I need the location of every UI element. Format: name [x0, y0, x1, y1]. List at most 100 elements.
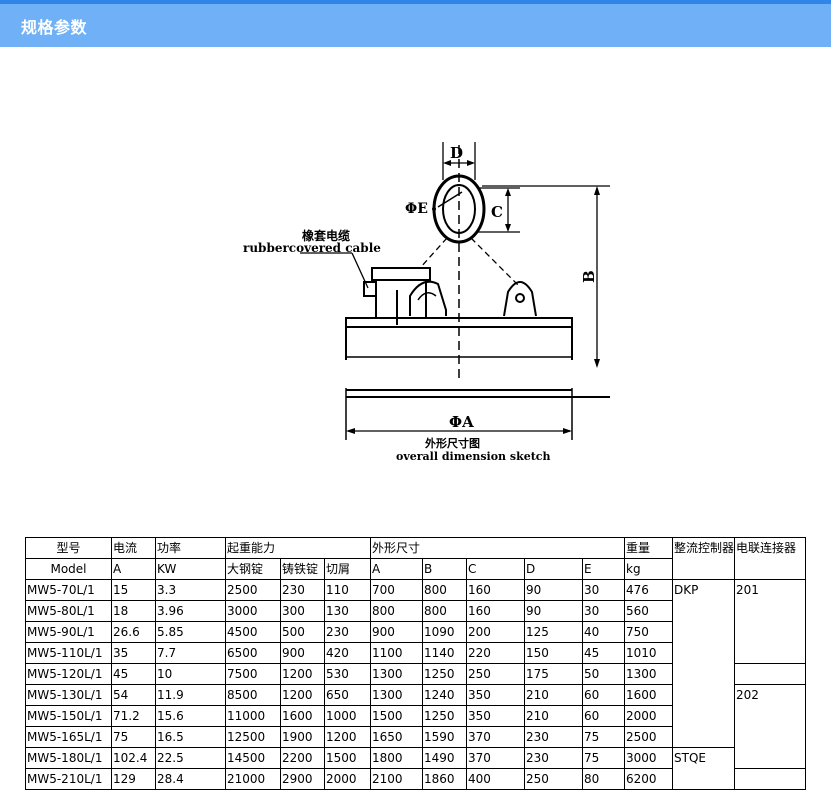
unit-row: Model A KW 大钢锭 铸铁锭 切屑 A B C D E kg	[25, 558, 806, 580]
value-cell: 250	[524, 768, 584, 790]
value-cell: 1860	[422, 768, 468, 790]
value-cell: 1300	[370, 663, 424, 685]
value-cell: 90	[524, 579, 584, 601]
value-cell: 370	[466, 726, 526, 748]
model-cell: MW5-210L/1	[25, 768, 112, 790]
value-cell: 90	[524, 600, 584, 622]
value-cell: 3.96	[155, 600, 226, 622]
value-cell: 1490	[422, 747, 468, 769]
label-e: ΦE	[405, 201, 428, 217]
value-cell: 476	[624, 579, 674, 601]
value-cell: 16.5	[155, 726, 226, 748]
value-cell: 12500	[225, 726, 281, 748]
value-cell: 350	[466, 705, 526, 727]
value-cell: 7.7	[155, 642, 226, 664]
header-cell: 型号	[25, 537, 112, 559]
model-cell: MW5-130L/1	[25, 684, 112, 706]
value-cell: 1100	[370, 642, 424, 664]
header-cell: 起重能力	[224, 537, 372, 559]
value-cell: 2200	[280, 747, 325, 769]
value-cell: 350	[466, 684, 526, 706]
value-cell: 800	[370, 600, 424, 622]
value-cell: 700	[370, 579, 424, 601]
value-cell: 1300	[624, 663, 674, 685]
connector-cell	[734, 663, 807, 685]
caption-cn: 外形尺寸图	[424, 436, 480, 450]
value-cell: 900	[370, 621, 424, 643]
value-cell: 420	[323, 642, 372, 664]
value-cell: 18	[111, 600, 156, 622]
value-cell: 560	[624, 600, 674, 622]
unit-cell: B	[422, 558, 468, 580]
connector-cell	[734, 768, 807, 790]
label-c: C	[491, 203, 503, 221]
value-cell: 300	[280, 600, 325, 622]
value-cell: 11000	[225, 705, 281, 727]
value-cell: 2500	[624, 726, 674, 748]
unit-cell: A	[111, 558, 156, 580]
value-cell: 14500	[225, 747, 281, 769]
value-cell: 250	[466, 663, 526, 685]
value-cell: 6200	[624, 768, 674, 790]
header-cell: 电联连接器	[734, 537, 807, 580]
value-cell: 210	[524, 705, 584, 727]
value-cell: 125	[524, 621, 584, 643]
spec-table: 型号 电流 功率 起重能力 外形尺寸 重量 整流控制器 电联连接器 Model …	[25, 537, 807, 790]
value-cell: 230	[280, 579, 325, 601]
unit-cell: Model	[25, 558, 112, 580]
value-cell: 800	[422, 600, 468, 622]
connector-cell: 202	[734, 684, 807, 769]
value-cell: 800	[422, 579, 468, 601]
model-cell: MW5-80L/1	[25, 600, 112, 622]
model-cell: MW5-70L/1	[25, 579, 112, 601]
value-cell: 1000	[323, 705, 372, 727]
value-cell: 3000	[225, 600, 281, 622]
value-cell: 2100	[370, 768, 424, 790]
header-cell: 整流控制器	[672, 537, 736, 580]
rectifier-cell: STQE	[672, 747, 736, 790]
value-cell: 220	[466, 642, 526, 664]
value-cell: 60	[582, 705, 626, 727]
value-cell: 1900	[280, 726, 325, 748]
value-cell: 200	[466, 621, 526, 643]
value-cell: 1200	[323, 726, 372, 748]
value-cell: 900	[280, 642, 325, 664]
cable-label-cn: 橡套电缆	[302, 228, 350, 243]
value-cell: 1590	[422, 726, 468, 748]
value-cell: 230	[323, 621, 372, 643]
value-cell: 8500	[225, 684, 281, 706]
section-header: 规格参数	[0, 4, 831, 47]
value-cell: 1600	[624, 684, 674, 706]
model-cell: MW5-110L/1	[25, 642, 112, 664]
label-a: ΦA	[449, 413, 474, 431]
value-cell: 5.85	[155, 621, 226, 643]
value-cell: 1090	[422, 621, 468, 643]
value-cell: 6500	[225, 642, 281, 664]
unit-cell: A	[370, 558, 424, 580]
value-cell: 1650	[370, 726, 424, 748]
value-cell: 45	[582, 642, 626, 664]
value-cell: 1800	[370, 747, 424, 769]
model-cell: MW5-180L/1	[25, 747, 112, 769]
model-cell: MW5-150L/1	[25, 705, 112, 727]
value-cell: 530	[323, 663, 372, 685]
unit-cell: C	[466, 558, 526, 580]
value-cell: 1010	[624, 642, 674, 664]
value-cell: 21000	[225, 768, 281, 790]
model-cell: MW5-120L/1	[25, 663, 112, 685]
value-cell: 35	[111, 642, 156, 664]
value-cell: 40	[582, 621, 626, 643]
model-cell: MW5-165L/1	[25, 726, 112, 748]
value-cell: 1250	[422, 663, 468, 685]
value-cell: 15	[111, 579, 156, 601]
value-cell: 160	[466, 600, 526, 622]
unit-cell: 大钢锭	[225, 558, 281, 580]
